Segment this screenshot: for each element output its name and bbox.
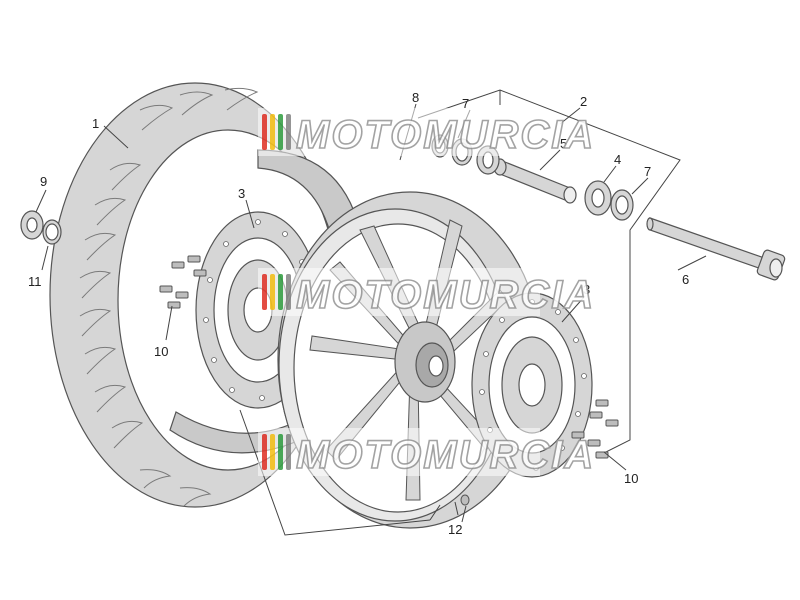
callout-10-left: 10: [154, 344, 168, 359]
axle-6: [646, 217, 786, 281]
watermark-stripe: [270, 434, 275, 470]
callout-labels: 1 2 3 3 4 5 6 7 7 8 9 10 10 11 12: [28, 90, 689, 537]
watermark-top: MOTOMURCIA: [258, 108, 595, 158]
callout-1: 1: [92, 116, 99, 131]
callout-12: 12: [448, 522, 462, 537]
assembly-bracket-lower: [239, 409, 459, 536]
callout-11: 11: [28, 274, 42, 289]
callout-10-right: 10: [624, 471, 638, 486]
spacer-9: [20, 210, 44, 240]
watermark-stripe: [270, 114, 275, 150]
watermark-stripe: [286, 274, 291, 310]
watermark-text: MOTOMURCIA: [296, 113, 595, 157]
callout-6: 6: [682, 272, 689, 287]
watermark-stripe: [262, 274, 267, 310]
watermark-stripe: [270, 274, 275, 310]
callout-8: 8: [412, 90, 419, 105]
callout-9: 9: [40, 174, 47, 189]
watermark-stripe: [278, 114, 283, 150]
callout-2: 2: [580, 94, 587, 109]
callout-3-left: 3: [238, 186, 245, 201]
tire-tread: [79, 87, 259, 507]
watermark-stripe: [278, 274, 283, 310]
spacer-tube-5: [493, 158, 577, 204]
callout-7-left: 7: [462, 96, 469, 111]
watermark-bottom: MOTOMURCIA: [258, 428, 595, 478]
watermark-text: MOTOMURCIA: [296, 433, 595, 477]
watermark-stripe: [278, 434, 283, 470]
valve-12: [460, 494, 470, 506]
watermark-stripe: [286, 434, 291, 470]
assembly-bracket-2: [417, 89, 681, 456]
callout-5: 5: [560, 136, 567, 151]
watermark-middle: MOTOMURCIA: [258, 268, 595, 318]
leader-lines: [35, 103, 707, 523]
callout-4: 4: [614, 152, 621, 167]
watermark-stripe: [286, 114, 291, 150]
disc-bolts-left: [159, 255, 207, 309]
callout-7-right: 7: [644, 164, 651, 179]
seal-7-right: [610, 189, 634, 221]
ring-11: [42, 219, 62, 245]
bearing-4: [584, 180, 612, 216]
callout-3-right: 3: [583, 282, 590, 297]
disc-bolts-right: [571, 399, 619, 459]
watermark-text: MOTOMURCIA: [296, 273, 595, 317]
watermark-stripe: [262, 434, 267, 470]
watermark-stripe: [262, 114, 267, 150]
